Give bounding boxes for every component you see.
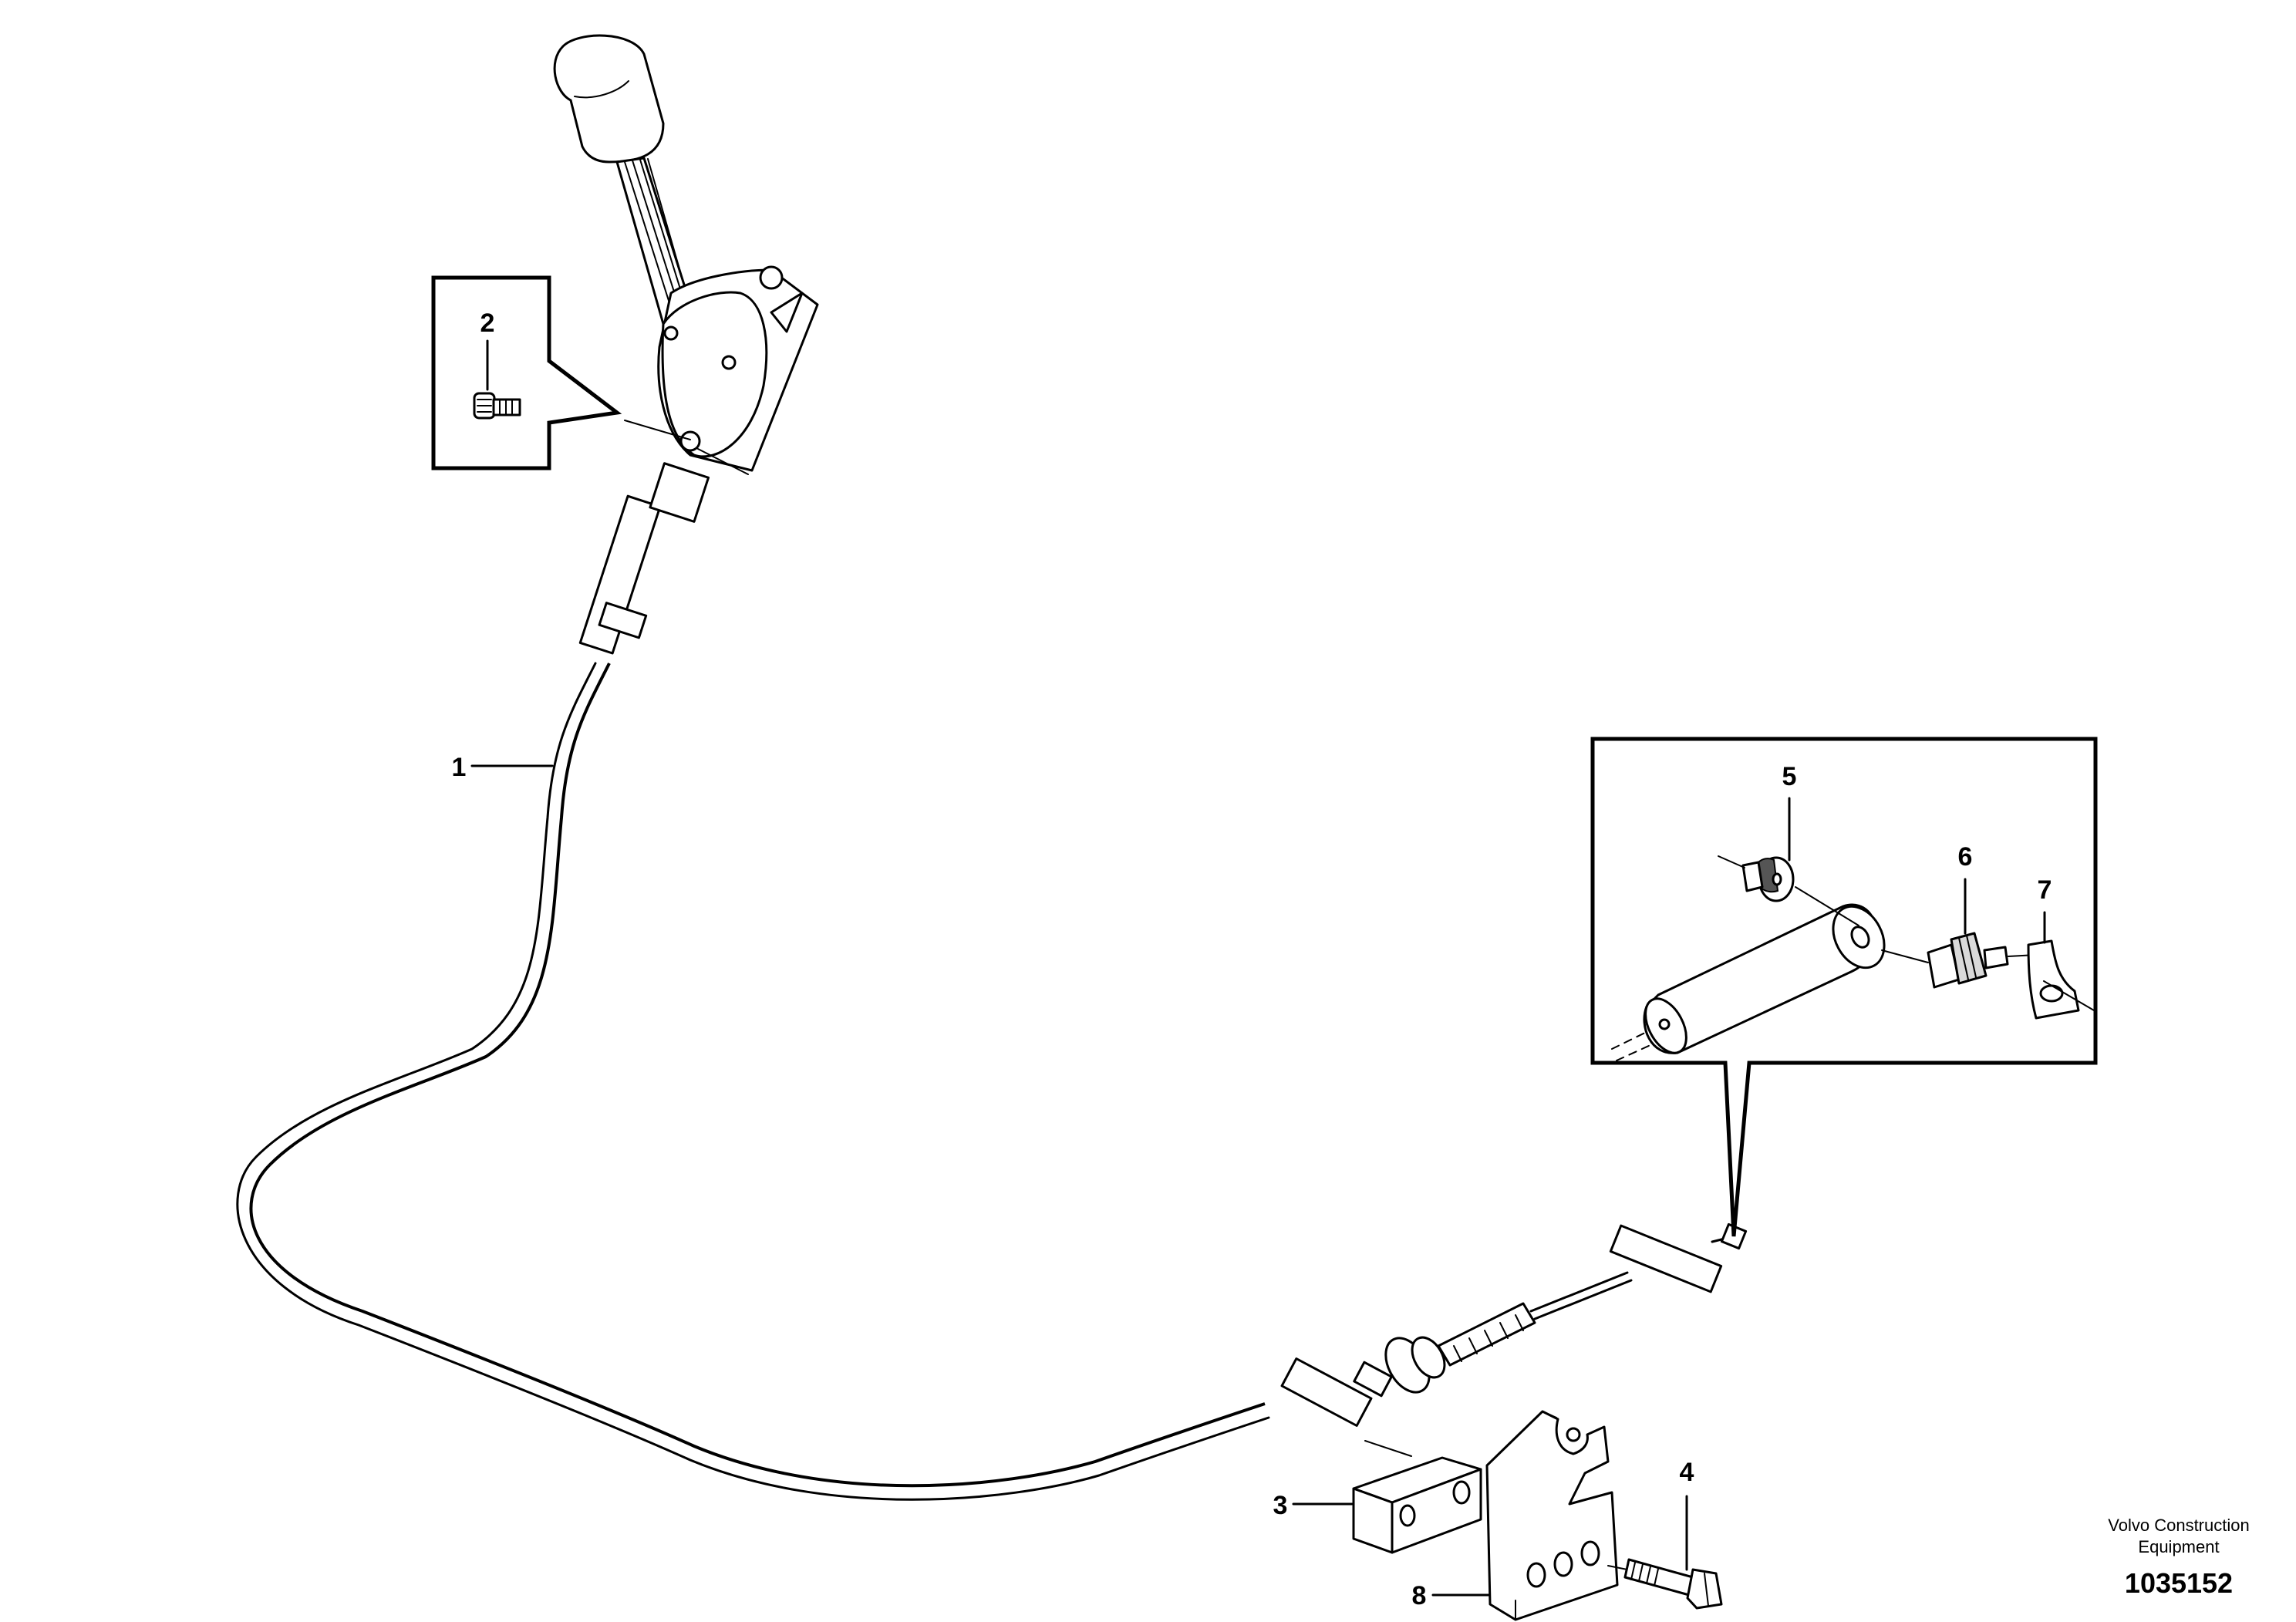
bolt-4-icon — [1607, 1558, 1723, 1610]
callout-1: 1 — [452, 753, 467, 782]
ball-joint-6-icon — [1927, 932, 2037, 989]
drawing-number: 1035152 — [2125, 1567, 2233, 1599]
callout-3: 3 — [1273, 1491, 1288, 1520]
callout-6: 6 — [1958, 842, 1973, 872]
bracket-8-icon — [1485, 1410, 1619, 1621]
callout-4: 4 — [1680, 1458, 1694, 1487]
control-cable — [236, 462, 1270, 1501]
callout-7: 7 — [2038, 875, 2052, 905]
callout-8: 8 — [1412, 1581, 1427, 1610]
callout-2: 2 — [480, 309, 495, 338]
block-3-icon — [1352, 1440, 1482, 1554]
callout-5: 5 — [1782, 762, 1797, 791]
bolt-small-icon — [473, 392, 521, 420]
clip-7-icon — [2027, 939, 2095, 1020]
cable-end-fittings — [1280, 1222, 1748, 1427]
inset-detail-bolt: 2 — [431, 275, 622, 470]
nut-5-icon — [1741, 856, 1795, 902]
company-line-2: Equipment — [2138, 1537, 2219, 1556]
control-lever — [553, 34, 819, 475]
inset-detail-cable-end: 5 6 7 — [1590, 737, 2098, 1237]
company-line-1: Volvo Construction — [2108, 1516, 2249, 1535]
